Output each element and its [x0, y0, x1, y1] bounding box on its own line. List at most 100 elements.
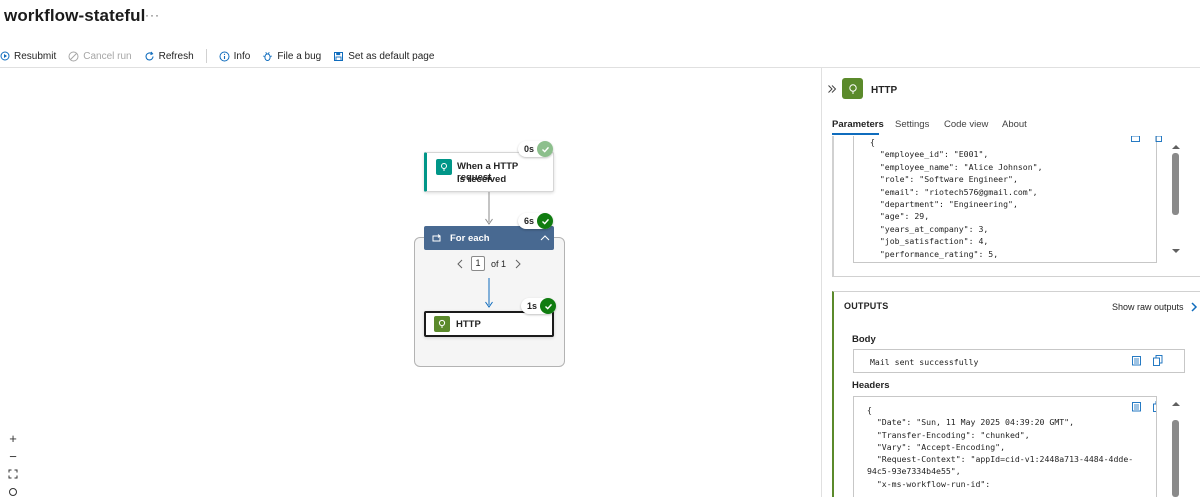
cancel-run-button[interactable]: Cancel run	[68, 50, 132, 62]
trigger-duration: 0s	[524, 144, 535, 154]
inputs-section	[832, 136, 1200, 277]
foreach-duration-badge: 6s	[518, 213, 554, 229]
trigger-node[interactable]: When a HTTP request is received	[424, 152, 554, 192]
tab-about[interactable]: About	[1002, 119, 1027, 130]
headers-label: Headers	[852, 380, 890, 391]
tab-settings[interactable]: Settings	[895, 119, 930, 130]
chevron-left-icon[interactable]	[456, 259, 464, 269]
show-raw-outputs-button[interactable]: Show raw outputs	[1112, 302, 1198, 312]
http-icon	[434, 316, 450, 332]
zoom-in-button[interactable]: +	[9, 431, 17, 446]
loop-icon	[432, 234, 441, 242]
scrollbar-thumb[interactable]	[1172, 420, 1179, 497]
code-line: "department": "Engineering",	[870, 199, 1018, 210]
header-divider	[0, 67, 1200, 68]
copy-icon[interactable]	[1153, 355, 1163, 366]
bug-icon	[263, 51, 273, 61]
code-line: "performance_rating": 5,	[870, 248, 999, 259]
cancel-run-label: Cancel run	[83, 50, 132, 62]
save-icon	[334, 51, 344, 61]
collapse-chevron-icon[interactable]	[540, 234, 550, 242]
panel-title: HTTP	[871, 85, 898, 96]
tab-active-underline	[832, 133, 879, 135]
http-duration: 1s	[527, 301, 538, 311]
page-input[interactable]: 1	[471, 256, 485, 271]
connector-arrow	[485, 192, 493, 225]
fit-view-icon	[8, 469, 18, 479]
http-action-node[interactable]: HTTP	[424, 311, 554, 337]
scroll-up-icon[interactable]	[1170, 143, 1182, 151]
fit-view-button[interactable]	[8, 466, 18, 484]
page-title: workflow-stateful	[4, 6, 146, 25]
tab-parameters[interactable]: Parameters	[832, 119, 884, 130]
foreach-title: For each	[450, 233, 490, 244]
code-line: "age": 29,	[870, 211, 930, 222]
success-check-icon	[537, 213, 554, 229]
code-line: "job_satisfaction": 4,	[870, 236, 989, 247]
trigger-title-line1: When a HTTP request	[457, 161, 519, 183]
refresh-button[interactable]: Refresh	[144, 51, 194, 62]
input-json-content: { "employee_id": "E001", "employee_name"…	[870, 136, 1043, 260]
headers-scrollbar[interactable]	[1170, 400, 1182, 497]
input-json-box: { "employee_id": "E001", "employee_name"…	[853, 136, 1157, 263]
code-line: "Transfer-Encoding": "chunked",	[867, 429, 1030, 440]
scroll-up-icon[interactable]	[1170, 400, 1182, 408]
iteration-pager: 1 of 1	[454, 256, 526, 272]
success-check-icon	[540, 298, 557, 314]
headers-json-box: { "Date": "Sun, 11 May 2025 04:39:20 GMT…	[853, 396, 1157, 497]
body-value-box: Mail sent successfully	[853, 349, 1185, 373]
toolbar: Resubmit Cancel run Refresh Info File a …	[0, 46, 446, 66]
resubmit-label: Resubmit	[14, 50, 57, 62]
success-check-icon	[537, 141, 554, 157]
http-duration-badge: 1s	[521, 298, 557, 314]
copy-icon[interactable]	[1153, 136, 1162, 142]
resubmit-button[interactable]: Resubmit	[0, 51, 56, 62]
body-value: Mail sent successfully	[870, 357, 979, 367]
panel-divider	[821, 68, 822, 497]
set-default-button[interactable]: Set as default page	[333, 51, 434, 62]
headers-json-content: { "Date": "Sun, 11 May 2025 04:39:20 GMT…	[867, 404, 1133, 490]
minimap-button[interactable]	[8, 484, 18, 502]
file-bug-button[interactable]: File a bug	[262, 51, 321, 62]
outputs-label: OUTPUTS	[844, 301, 889, 311]
refresh-icon	[145, 51, 154, 60]
format-icon[interactable]	[1132, 356, 1141, 366]
code-line: "role": "Software Engineer",	[870, 174, 1018, 185]
zoom-out-button[interactable]: −	[9, 449, 17, 464]
request-icon	[436, 159, 452, 175]
format-icon[interactable]	[1132, 402, 1141, 412]
copy-icon[interactable]	[1153, 401, 1157, 412]
http-action-title: HTTP	[456, 319, 481, 330]
code-line: "Vary": "Accept-Encoding",	[867, 441, 1006, 452]
code-line: "employee_id": "E001",	[870, 149, 989, 160]
code-line: "email": "riotech576@gmail.com",	[870, 186, 1038, 197]
info-button[interactable]: Info	[219, 50, 251, 62]
scrollbar-thumb[interactable]	[1172, 153, 1179, 215]
info-label: Info	[233, 50, 251, 62]
file-bug-label: File a bug	[277, 50, 322, 62]
code-line: {	[870, 137, 875, 147]
designer-canvas[interactable]	[0, 68, 822, 497]
expand-panel-icon[interactable]	[827, 84, 837, 94]
toolbar-divider	[205, 49, 207, 63]
code-line: "employee_name": "Alice Johnson",	[870, 161, 1043, 172]
chevron-right-icon[interactable]	[514, 259, 522, 269]
input-scrollbar[interactable]	[1170, 143, 1182, 259]
zoom-controls: + −	[4, 430, 22, 502]
trigger-title-line2: is received	[457, 174, 507, 185]
set-default-label: Set as default page	[348, 50, 435, 62]
tab-code-view[interactable]: Code view	[944, 119, 989, 130]
body-label: Body	[852, 334, 876, 345]
show-raw-outputs-label: Show raw outputs	[1112, 302, 1184, 312]
code-line: 94c5-93e7334b4e55",	[867, 466, 961, 477]
format-icon[interactable]	[1131, 136, 1140, 142]
refresh-label: Refresh	[158, 50, 194, 62]
foreach-duration: 6s	[524, 216, 535, 226]
scroll-down-icon[interactable]	[1170, 247, 1182, 255]
connector-arrow	[485, 278, 493, 308]
foreach-header[interactable]: For each	[424, 226, 554, 250]
code-line: {	[867, 405, 872, 415]
code-line: "Date": "Sun, 11 May 2025 04:39:20 GMT",	[867, 417, 1075, 428]
code-line: "Request-Context": "appId=cid-v1:2448a71…	[867, 454, 1134, 465]
more-options-button[interactable]: ···	[145, 8, 160, 22]
